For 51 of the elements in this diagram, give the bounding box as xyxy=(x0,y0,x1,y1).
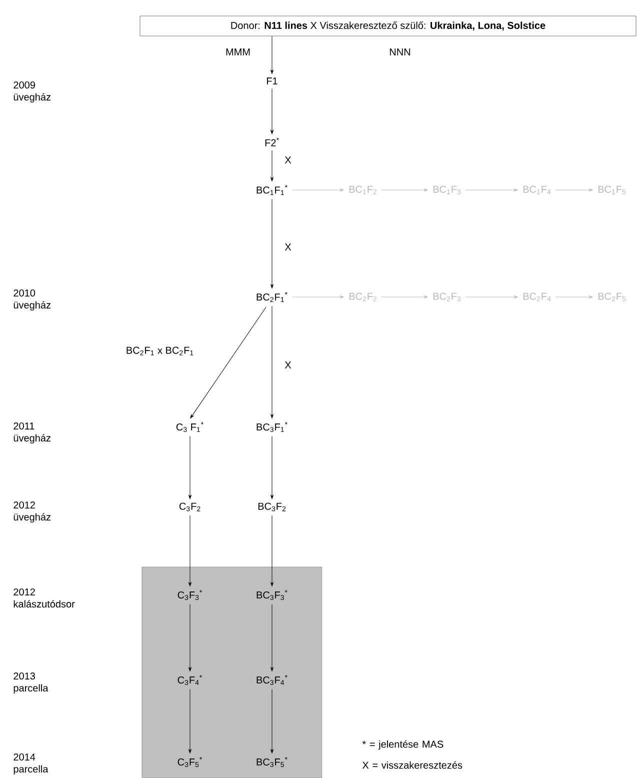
year-label: 2010 üvegház xyxy=(14,289,50,311)
year-label: 2013 parcella xyxy=(14,672,48,694)
arrow xyxy=(270,88,274,134)
generation-label: BC$_{1}$F$_{2}$ xyxy=(349,186,377,194)
generation-label: BC$_{2}$F$_{5}$ xyxy=(598,292,626,302)
arrow xyxy=(381,296,428,298)
generation-label: BC$_{1}$F$_{4}$ xyxy=(523,186,551,194)
arrow xyxy=(270,515,274,586)
generation-label: BC$_{1}$F$_{3}$ xyxy=(433,186,461,194)
edge-label: X xyxy=(284,360,292,370)
arrow xyxy=(270,306,274,418)
generation-label: BC$_{2}$F$_{3}$ xyxy=(433,292,461,302)
header-box: Donor: N11 lines X Visszakeresztező szülő: Ukrainka, Lona, Solstice xyxy=(140,16,636,36)
shaded-panel xyxy=(142,566,322,778)
arrow xyxy=(270,198,274,288)
arrow xyxy=(555,188,593,192)
arrow xyxy=(190,306,266,418)
note-text: * = jelentése MAS xyxy=(362,740,444,750)
arrow xyxy=(270,436,274,500)
generation-label: F2$^{*}$ xyxy=(265,138,279,146)
generation-label: C$_{3}$F$_{2}$ xyxy=(179,502,200,512)
note-text: X = visszakeresztezés xyxy=(362,761,462,769)
edge-label: X xyxy=(284,156,292,164)
generation-label: F1 xyxy=(266,78,278,84)
arrow xyxy=(188,688,192,754)
year-label: 2009 üvegház xyxy=(14,81,50,103)
year-label: 2012 üvegház xyxy=(14,501,50,523)
year-label: 2014 parcella xyxy=(14,753,48,775)
arrow xyxy=(188,604,192,672)
year-label: 2011 üvegház xyxy=(14,422,50,444)
arrow xyxy=(270,36,274,74)
arrow xyxy=(381,188,428,192)
edge-label: BC$_{2}$F$_{1}$ x BC$_{2}$F$_{1}$ xyxy=(124,346,196,356)
arrow xyxy=(292,188,344,192)
parent-label: NNN xyxy=(390,48,410,56)
arrow xyxy=(465,296,518,298)
arrow xyxy=(465,188,518,192)
parent-label: MMM xyxy=(226,48,250,56)
year-label: 2012 kalászutódsor xyxy=(14,588,75,608)
arrow xyxy=(270,688,274,754)
arrow xyxy=(270,150,274,182)
arrow xyxy=(555,296,593,298)
edge-label: X xyxy=(284,242,292,252)
arrow xyxy=(292,296,344,298)
arrow xyxy=(270,604,274,672)
arrow xyxy=(188,436,192,500)
arrow xyxy=(188,515,192,586)
generation-label: BC$_{1}$F$_{5}$ xyxy=(598,186,626,194)
generation-label: BC$_{3}$F$_{2}$ xyxy=(258,502,286,512)
generation-label: BC$_{2}$F$_{2}$ xyxy=(349,292,377,302)
generation-label: BC$_{2}$F$_{4}$ xyxy=(523,292,551,302)
